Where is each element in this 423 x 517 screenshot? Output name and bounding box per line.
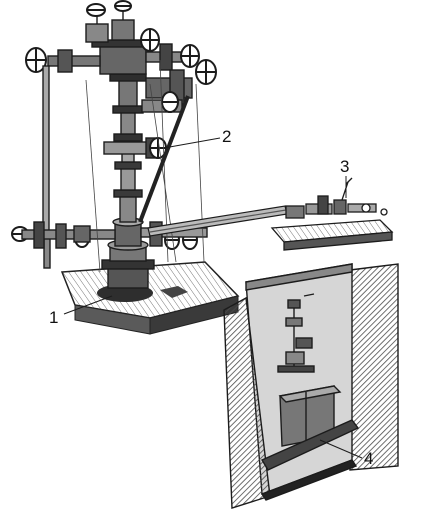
leader-line-2 — [163, 137, 221, 149]
base-platform — [60, 261, 240, 335]
leader-line-4 — [319, 439, 363, 459]
handwheel-icon — [114, 0, 132, 12]
handwheel-icon — [161, 91, 179, 113]
handwheel-icon — [180, 44, 200, 68]
leader-line-1 — [63, 295, 113, 315]
callout-2: 2 — [222, 127, 232, 146]
callout-4: 4 — [364, 449, 374, 468]
leader-lines — [63, 137, 363, 459]
handwheel-icon — [140, 28, 160, 52]
handwheel-icon — [195, 59, 217, 85]
callout-1: 1 — [49, 308, 59, 327]
callout-3: 3 — [340, 157, 350, 176]
cabinet-mechanism — [277, 293, 315, 373]
diagonal-brace — [138, 95, 190, 223]
handwheel-icon — [86, 3, 106, 17]
handwheel-icon — [25, 47, 47, 73]
regulator-assembly — [270, 177, 394, 251]
control-cabinet — [223, 263, 399, 509]
wellhead-body — [91, 39, 155, 289]
